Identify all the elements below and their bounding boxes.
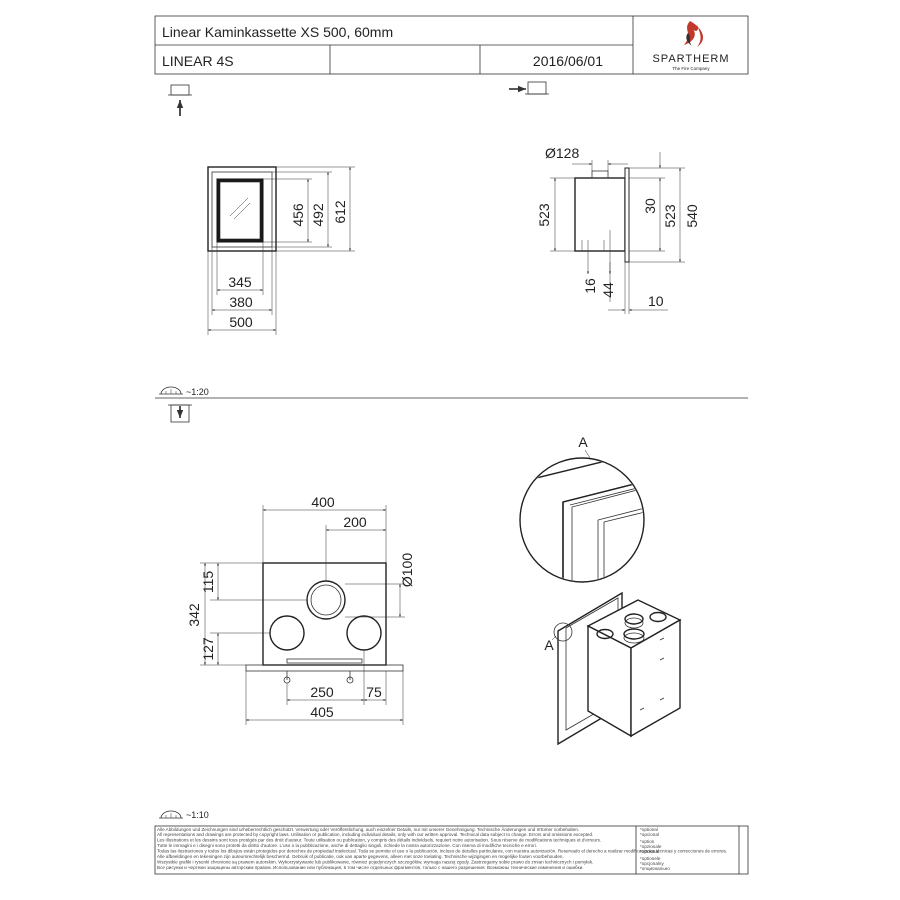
dim-16: 16 — [582, 278, 598, 294]
optional-7: *opcjonalny — [640, 861, 664, 866]
optional-6: *optionele — [640, 856, 661, 861]
optional-4: *opzionale — [640, 844, 662, 849]
brand-tagline: The Fire Company — [672, 66, 710, 71]
drawing-date: 2016/06/01 — [533, 53, 603, 69]
optional-3: *option — [640, 839, 655, 844]
detail-a-magnified: A — [519, 434, 645, 583]
dim-left-523: 523 — [536, 203, 552, 227]
side-view-icon — [509, 81, 549, 95]
scale-bottom: ~1:10 — [186, 810, 209, 820]
isometric-view: A — [544, 591, 682, 746]
top-view: 400 200 Ø100 342 115 127 250 75 405 — [186, 494, 415, 725]
optional-2: *opcional — [640, 832, 659, 837]
dim-115: 115 — [200, 571, 216, 594]
brand-name: SPARTHERM — [652, 53, 729, 65]
optional-5: *opcional — [640, 849, 659, 854]
front-view: 456 492 612 345 380 500 — [207, 166, 355, 335]
optional-8: *опционально — [640, 866, 670, 871]
front-view-icon — [168, 84, 192, 116]
detail-ref-a: A — [544, 637, 554, 653]
dim-345: 345 — [228, 274, 252, 290]
model-name: LINEAR 4S — [162, 53, 234, 69]
side-view: Ø128 523 30 523 540 16 44 10 — [536, 145, 700, 314]
product-title: Linear Kaminkassette XS 500, 60mm — [162, 24, 393, 40]
dim-405: 405 — [310, 704, 334, 720]
dim-200: 200 — [343, 514, 367, 530]
dim-612: 612 — [332, 200, 348, 224]
legal-line-6: Alle afbeeldingen en tekeningen zijn aut… — [157, 854, 564, 859]
optional-1: *optional — [640, 827, 658, 832]
dim-flue-diameter: Ø128 — [545, 145, 579, 161]
scale-indicator-top: ~1:20 — [155, 386, 748, 399]
dim-500: 500 — [229, 314, 253, 330]
dim-right-523: 523 — [662, 204, 678, 228]
legal-line-4: Tutte le immagini e i disegni sono prote… — [157, 843, 537, 848]
legal-line-8: Все рисунки и чертежи защищены авторским… — [157, 865, 584, 870]
dim-250: 250 — [310, 684, 334, 700]
dim-diameter-100: Ø100 — [399, 553, 415, 587]
dim-540: 540 — [684, 204, 700, 228]
legal-line-2: All representations and drawings are pro… — [157, 832, 593, 837]
dim-44: 44 — [600, 282, 616, 298]
dim-10: 10 — [648, 293, 664, 309]
dim-456: 456 — [290, 203, 306, 227]
title-block: Linear Kaminkassette XS 500, 60mm LINEAR… — [154, 15, 749, 75]
dim-492: 492 — [310, 203, 326, 227]
dim-380: 380 — [229, 294, 253, 310]
scale-top: ~1:20 — [186, 387, 209, 397]
scale-indicator-bottom: ~1:10 — [159, 810, 209, 820]
dim-30: 30 — [642, 198, 658, 214]
dim-127: 127 — [200, 637, 216, 661]
dim-342: 342 — [186, 603, 202, 627]
legal-footer: Alle Abbildungen und Zeichnungen sind ur… — [154, 825, 749, 875]
dim-75: 75 — [366, 684, 382, 700]
detail-label-a: A — [578, 434, 588, 450]
dim-400: 400 — [311, 494, 335, 510]
legal-line-1: Alle Abbildungen und Zeichnungen sind ur… — [157, 826, 579, 832]
top-view-icon — [168, 404, 192, 423]
spartherm-logo: SPARTHERM The Fire Company — [652, 21, 729, 71]
legal-line-5: Todas las ilustraciones y todos los dibu… — [157, 849, 727, 854]
legal-line-3: Les illustrations et les dessins sont to… — [157, 838, 601, 843]
legal-line-7: Wszystkie grafiki i rysunki chronione są… — [157, 860, 593, 865]
